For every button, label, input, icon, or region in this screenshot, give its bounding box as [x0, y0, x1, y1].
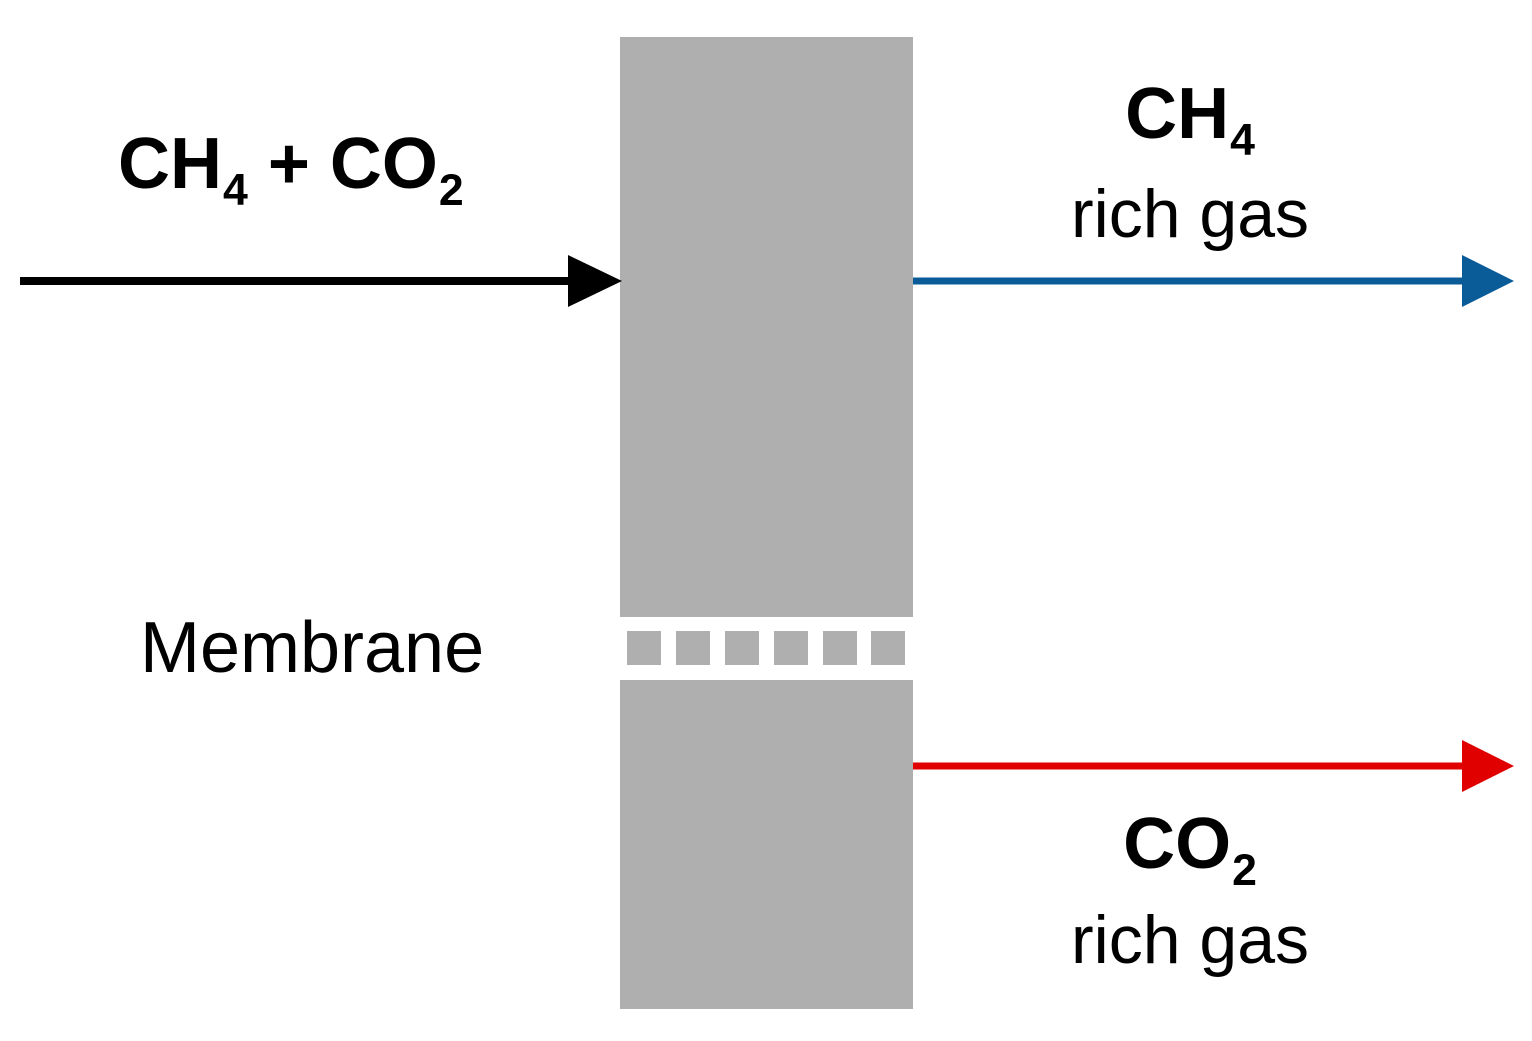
- permeate-arrow-head: [1462, 740, 1514, 792]
- membrane-pore: [774, 631, 808, 665]
- upper-membrane-block: [620, 37, 913, 617]
- membrane-pore: [871, 631, 905, 665]
- retentate-species-subscript: 4: [1230, 115, 1255, 165]
- retentate-species: CH: [1125, 74, 1230, 154]
- retentate-arrow-head: [1462, 255, 1514, 307]
- permeate-species-subscript: 2: [1232, 845, 1257, 895]
- feed-species-a-subscript: 4: [223, 165, 248, 215]
- membrane-pore: [725, 631, 759, 665]
- feed-species-b: CO: [329, 124, 438, 204]
- retentate-description: rich gas: [1070, 176, 1310, 252]
- membrane-pore: [823, 631, 857, 665]
- retentate-arrow: [913, 255, 1514, 307]
- permeate-species: CO: [1123, 804, 1232, 884]
- membrane-pores: [627, 631, 905, 665]
- feed-plus-sign: +: [247, 124, 330, 204]
- membrane-pore: [627, 631, 661, 665]
- permeate-description: rich gas: [1070, 902, 1310, 978]
- permeate-arrow: [913, 740, 1514, 792]
- permeate-species-label: CO2: [1040, 808, 1340, 893]
- feed-species-b-subscript: 2: [438, 165, 464, 215]
- membrane-pore: [676, 631, 710, 665]
- feed-arrow-head: [568, 255, 622, 307]
- feed-arrow: [20, 255, 622, 307]
- feed-species-a: CH: [118, 124, 222, 204]
- retentate-species-label: CH4: [1040, 78, 1340, 163]
- feed-label: CH4 + CO2: [118, 128, 464, 213]
- lower-membrane-block: [620, 680, 913, 1009]
- membrane-label: Membrane: [140, 608, 485, 688]
